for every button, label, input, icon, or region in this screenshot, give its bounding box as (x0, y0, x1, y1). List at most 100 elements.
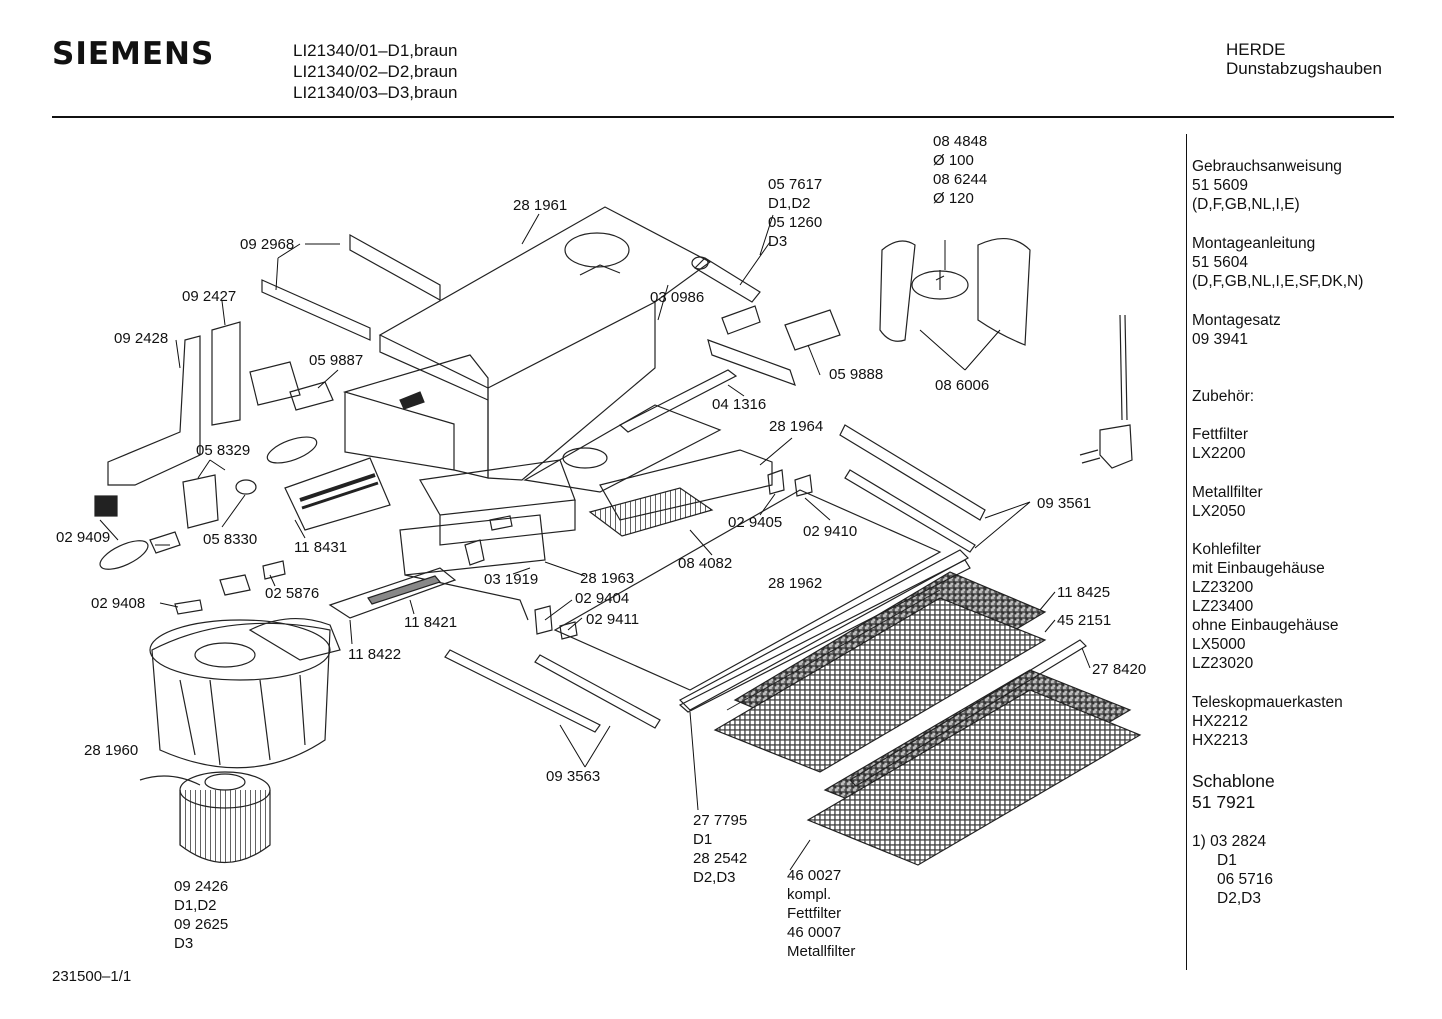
label-281964: 28 1964 (769, 418, 824, 435)
hood-housing (342, 206, 722, 493)
label-031919: 03 1919 (484, 571, 539, 588)
strip-277795 (678, 559, 971, 713)
label-092427: 09 2427 (182, 288, 237, 305)
capacitor (694, 257, 761, 303)
clip-025876 (262, 560, 286, 580)
bracket-092968 (349, 233, 441, 302)
label-line: 05 7617 (768, 176, 823, 193)
filter-tray (284, 457, 391, 531)
sidebar-line: LZ23020 (1192, 655, 1254, 672)
sidebar-line: 09 3941 (1192, 331, 1249, 348)
label-line: 08 4848 (933, 133, 988, 150)
sidebar-line: LZ23400 (1192, 598, 1254, 615)
model-line: LI21340/02–D2,braun (293, 62, 458, 81)
label-line: 09 2426 (174, 878, 229, 895)
label-line: Ø 120 (933, 190, 974, 207)
fan-motor (139, 771, 271, 863)
label-line: Fettfilter (787, 905, 842, 922)
label-line: 27 7795 (693, 812, 748, 829)
mounting-kit-block: Montagesatz 09 3941 (1192, 311, 1281, 349)
sidebar-line: Gebrauchsanweisung (1192, 158, 1342, 175)
flue-connector (879, 238, 1031, 346)
sidebar-line: Fettfilter (1192, 426, 1248, 443)
template-block: Schablone 51 7921 (1192, 771, 1275, 813)
cover-panel (553, 489, 942, 691)
label-092426: 09 2426 D1,D2 09 2625 D3 (174, 877, 228, 953)
sidebar-line: 51 5604 (1192, 254, 1249, 271)
label-118421: 11 8421 (404, 614, 458, 631)
label-059888: 05 9888 (829, 366, 884, 383)
sidebar-line: (D,F,GB,NL,I,E) (1192, 196, 1300, 213)
label-030986: 03 0986 (650, 289, 705, 306)
label-line: 05 1260 (768, 214, 823, 231)
sidebar-line: LZ23200 (1192, 579, 1254, 596)
accessories-heading: Zubehör: (1192, 388, 1255, 405)
label-025876: 02 5876 (265, 585, 320, 602)
model-line: LI21340/03–D3,braun (293, 83, 458, 102)
power-cord (1119, 314, 1128, 421)
rail-093563-a (444, 649, 601, 733)
header-divider (52, 116, 1394, 118)
model-list: LI21340/01–D1,braun LI21340/02–D2,braun … (293, 40, 457, 103)
sidebar-line: D1 (1217, 852, 1237, 869)
category-line: HERDE (1226, 40, 1286, 59)
filter-frame (328, 567, 457, 619)
sidebar-line: ohne Einbaugehäuse (1192, 617, 1339, 634)
switch-block (249, 361, 301, 406)
label-084848: 08 4848 Ø 100 08 6244 Ø 120 (933, 132, 987, 208)
rail-bar (618, 369, 738, 433)
page-footer: 231500–1/1 (52, 968, 132, 985)
label-281963: 28 1963 (580, 570, 635, 587)
label-086006: 08 6006 (935, 377, 990, 394)
label-281961: 28 1961 (513, 197, 568, 214)
label-line: D1,D2 (174, 897, 217, 914)
label-line: D3 (768, 233, 788, 250)
carbon-filter-block: Kohlefilter mit Einbaugehäuse LZ23200 LZ… (1192, 540, 1339, 673)
sidebar-line: LX2050 (1192, 503, 1246, 520)
sidebar-line: (D,F,GB,NL,I,E,SF,DK,N) (1192, 273, 1364, 290)
label-093563: 09 3563 (546, 768, 601, 785)
sidebar-line: mit Einbaugehäuse (1192, 560, 1325, 577)
grease-grid-frame (588, 487, 714, 537)
label-029410: 02 9410 (803, 523, 858, 540)
installation-guide-block: Montageanleitung 51 5604 (D,F,GB,NL,I,E,… (1192, 234, 1363, 291)
label-029411: 02 9411 (586, 611, 640, 628)
fan-housing (149, 618, 341, 769)
sidebar-line: HX2213 (1192, 732, 1249, 749)
sidebar-line: LX2200 (1192, 445, 1246, 462)
sidebar-line: 06 5716 (1217, 871, 1274, 888)
sidebar-line: Teleskopmauerkasten (1192, 694, 1343, 711)
sidebar-divider (1186, 134, 1187, 970)
label-058329: 05 8329 (196, 442, 251, 459)
label-029404: 02 9404 (575, 590, 630, 607)
label-line: 28 2542 (693, 850, 748, 867)
bracket-092428 (107, 335, 201, 486)
label-029408: 02 9408 (91, 595, 146, 612)
label-093561: 09 3561 (1037, 495, 1092, 512)
sidebar-line: Schablone (1192, 771, 1275, 791)
label-029405: 02 9405 (728, 514, 783, 531)
lamp-socket (182, 474, 219, 529)
terminal-block (721, 305, 761, 335)
label-line: 08 6244 (933, 171, 988, 188)
label-092428: 09 2428 (114, 330, 169, 347)
label-line: 09 2625 (174, 916, 229, 933)
grease-filter-block: Fettfilter LX2200 (1192, 425, 1248, 463)
label-line: 46 0007 (787, 924, 842, 941)
label-278420: 27 8420 (1092, 661, 1147, 678)
sidebar-line: Montagesatz (1192, 312, 1281, 329)
label-118425: 11 8425 (1057, 584, 1111, 601)
rail-093561-a (839, 424, 986, 521)
label-line: 46 0027 (787, 867, 842, 884)
label-281960: 28 1960 (84, 742, 139, 759)
metal-filter-block: Metallfilter LX2050 (1192, 483, 1263, 521)
sidebar-line: HX2212 (1192, 713, 1249, 730)
sidebar-line: Montageanleitung (1192, 235, 1316, 252)
label-057617: 05 7617 D1,D2 05 1260 D3 (768, 175, 822, 251)
label-line: D2,D3 (693, 869, 736, 886)
sidebar-line: 51 7921 (1192, 792, 1256, 812)
category-line: Dunstabzugshauben (1226, 59, 1382, 78)
bracket-092427 (211, 321, 241, 426)
label-058330: 05 8330 (203, 531, 258, 548)
